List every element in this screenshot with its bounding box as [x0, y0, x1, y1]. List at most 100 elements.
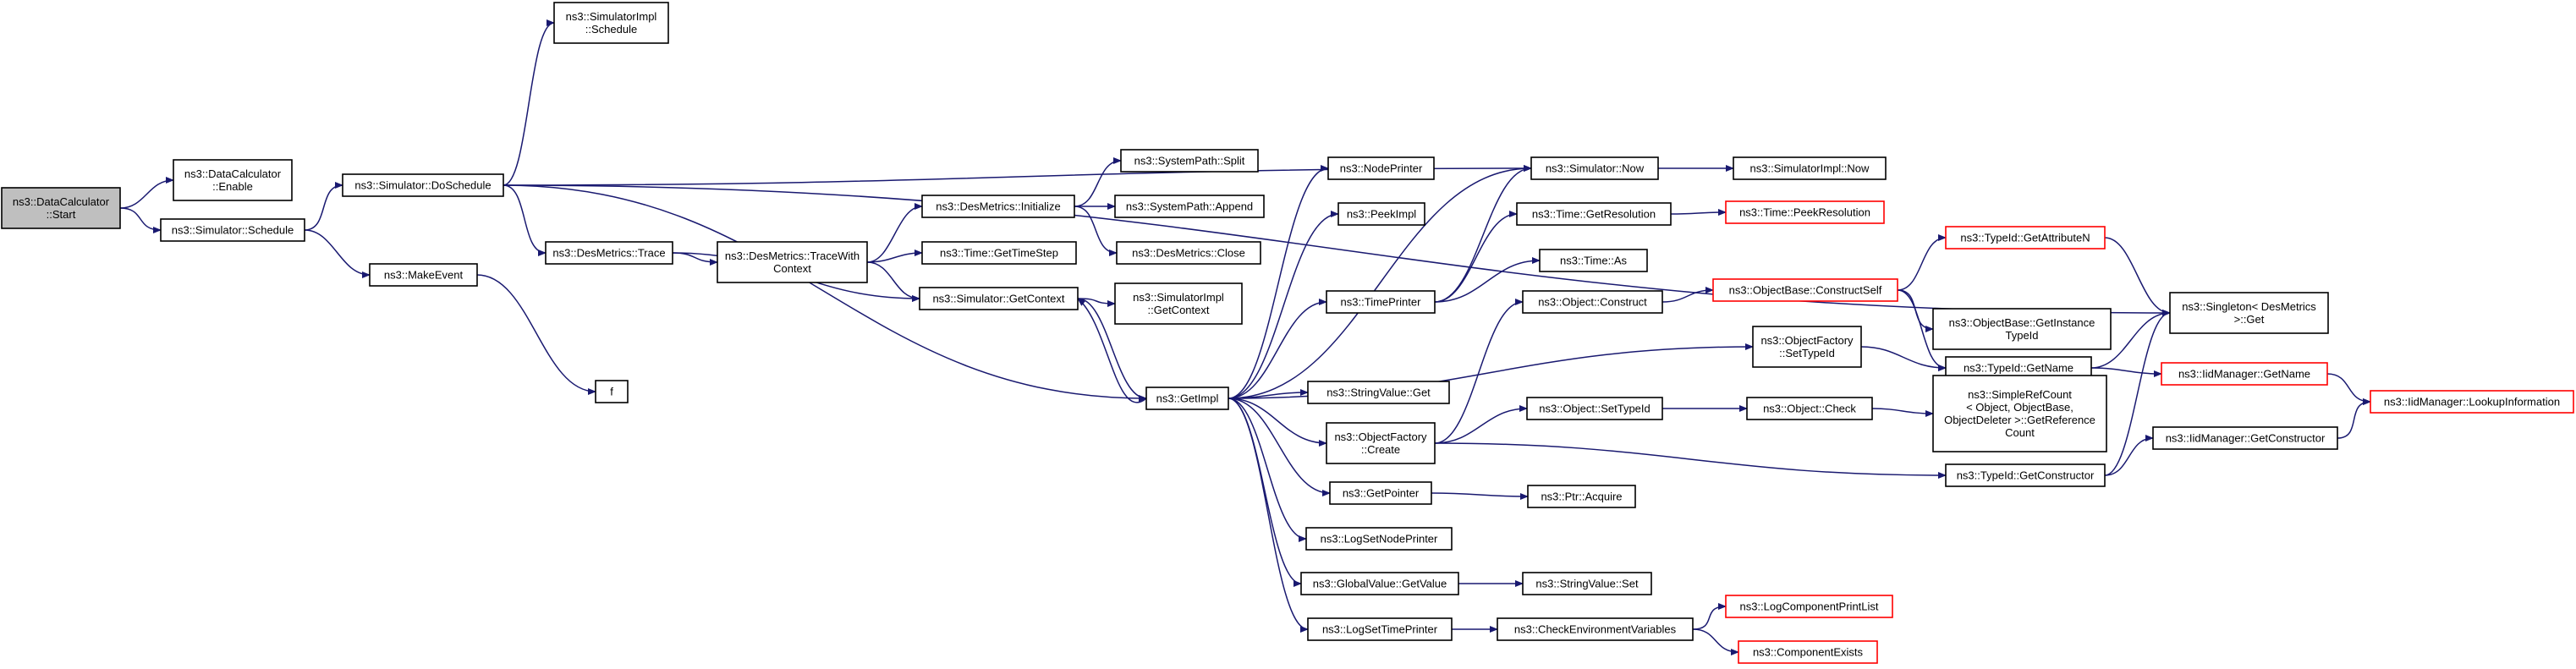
node-of-settypeid[interactable]: ns3::ObjectFactory::SetTypeId — [1752, 326, 1862, 368]
node-label: ns3::DesMetrics::Trace — [552, 247, 665, 260]
node-f[interactable]: f — [595, 380, 629, 403]
node-box[interactable] — [369, 263, 478, 287]
node-box[interactable] — [1, 187, 121, 229]
node-des-trace[interactable]: ns3::DesMetrics::Trace — [545, 241, 673, 265]
node-box[interactable] — [1522, 572, 1652, 595]
node-logcomp-printlist[interactable]: ns3::LogComponentPrintList — [1725, 595, 1893, 618]
node-des-init[interactable]: ns3::DesMetrics::Initialize — [921, 195, 1075, 218]
node-box[interactable] — [595, 380, 629, 403]
node-box[interactable] — [1527, 485, 1636, 508]
node-box[interactable] — [1326, 290, 1436, 314]
node-stringvalue-set[interactable]: ns3::StringValue::Set — [1522, 572, 1652, 595]
node-box[interactable] — [921, 241, 1077, 265]
node-box[interactable] — [1337, 202, 1425, 226]
node-dc-start[interactable]: ns3::DataCalculator::Start — [1, 187, 121, 229]
node-logsetnodeprinter[interactable]: ns3::LogSetNodePrinter — [1305, 527, 1453, 551]
node-box[interactable] — [545, 241, 673, 265]
node-box[interactable] — [1497, 617, 1694, 641]
node-sim-getcontext[interactable]: ns3::Simulator::GetContext — [919, 287, 1079, 310]
node-time-as[interactable]: ns3::Time::As — [1539, 249, 1648, 272]
node-box[interactable] — [1114, 195, 1265, 218]
node-box[interactable] — [1945, 226, 2106, 250]
node-box[interactable] — [2169, 292, 2329, 334]
node-box[interactable] — [173, 159, 293, 201]
node-sim-now[interactable]: ns3::Simulator::Now — [1530, 156, 1659, 180]
node-box[interactable] — [1733, 156, 1887, 180]
node-typeid-getconstructor[interactable]: ns3::TypeId::GetConstructor — [1945, 463, 2106, 487]
node-iidm-getname[interactable]: ns3::IidManager::GetName — [2161, 362, 2328, 386]
node-nodeprinter[interactable]: ns3::NodePrinter — [1327, 156, 1435, 180]
node-box[interactable] — [1329, 481, 1432, 505]
node-typeid-getattrn[interactable]: ns3::TypeId::GetAttributeN — [1945, 226, 2106, 250]
node-peekimpl[interactable]: ns3::PeekImpl — [1337, 202, 1425, 226]
node-box[interactable] — [919, 287, 1079, 310]
node-sp-append[interactable]: ns3::SystemPath::Append — [1114, 195, 1265, 218]
node-box[interactable] — [160, 218, 305, 242]
node-box[interactable] — [1145, 387, 1229, 410]
node-box[interactable] — [2370, 390, 2574, 414]
node-ob-constructself[interactable]: ns3::ObjectBase::ConstructSelf — [1712, 278, 1898, 302]
node-sp-split[interactable]: ns3::SystemPath::Split — [1120, 149, 1259, 173]
node-box[interactable] — [1522, 290, 1663, 314]
node-box[interactable] — [342, 173, 504, 197]
node-box[interactable] — [1307, 617, 1453, 641]
node-simimpl-schedule[interactable]: ns3::SimulatorImpl::Schedule — [553, 2, 669, 44]
node-timeprinter[interactable]: ns3::TimePrinter — [1326, 290, 1436, 314]
node-dc-enable[interactable]: ns3::DataCalculator::Enable — [173, 159, 293, 201]
node-obj-construct[interactable]: ns3::Object::Construct — [1522, 290, 1663, 314]
node-box[interactable] — [1738, 640, 1878, 664]
node-simplerefcount[interactable]: ns3::SimpleRefCount< Object, ObjectBase,… — [1932, 375, 2107, 452]
node-time-gettimestep[interactable]: ns3::Time::GetTimeStep — [921, 241, 1077, 265]
node-box[interactable] — [1725, 200, 1885, 224]
node-box[interactable] — [1945, 463, 2106, 487]
node-simimpl-now[interactable]: ns3::SimulatorImpl::Now — [1733, 156, 1887, 180]
node-comp-exists[interactable]: ns3::ComponentExists — [1738, 640, 1878, 664]
node-box[interactable] — [1526, 397, 1663, 420]
node-box[interactable] — [921, 195, 1075, 218]
node-getimpl[interactable]: ns3::GetImpl — [1145, 387, 1229, 410]
node-getpointer[interactable]: ns3::GetPointer — [1329, 481, 1432, 505]
node-box[interactable] — [1530, 156, 1659, 180]
node-obj-check[interactable]: ns3::Object::Check — [1746, 397, 1873, 420]
node-box[interactable] — [1725, 595, 1893, 618]
node-des-close[interactable]: ns3::DesMetrics::Close — [1116, 241, 1261, 265]
node-box[interactable] — [1305, 527, 1453, 551]
node-box[interactable] — [553, 2, 669, 44]
node-singleton-get[interactable]: ns3::Singleton< DesMetrics >::Get — [2169, 292, 2329, 334]
edge-path — [1860, 346, 1947, 371]
node-box[interactable] — [1120, 149, 1259, 173]
node-box[interactable] — [1752, 326, 1862, 368]
node-box[interactable] — [1114, 282, 1243, 325]
node-time-getres[interactable]: ns3::Time::GetResolution — [1516, 202, 1672, 226]
node-box[interactable] — [2152, 426, 2338, 450]
node-simimpl-getcontext[interactable]: ns3::SimulatorImpl::GetContext — [1114, 282, 1243, 325]
node-of-create[interactable]: ns3::ObjectFactory::Create — [1326, 422, 1436, 464]
node-time-peekres[interactable]: ns3::Time::PeekResolution — [1725, 200, 1885, 224]
node-stringvalue-get[interactable]: ns3::StringValue::Get — [1307, 381, 1450, 404]
node-box[interactable] — [1327, 156, 1435, 180]
node-sim-doschedule[interactable]: ns3::Simulator::DoSchedule — [342, 173, 504, 197]
node-ptr-acquire[interactable]: ns3::Ptr::Acquire — [1527, 485, 1636, 508]
node-box[interactable] — [1712, 278, 1898, 302]
node-obj-settypeid[interactable]: ns3::Object::SetTypeId — [1526, 397, 1663, 420]
node-box[interactable] — [1932, 375, 2107, 452]
node-box[interactable] — [1116, 241, 1261, 265]
node-gv-getvalue[interactable]: ns3::GlobalValue::GetValue — [1300, 572, 1459, 595]
node-makeevent[interactable]: ns3::MakeEvent — [369, 263, 478, 287]
node-iidm-lookup[interactable]: ns3::IidManager::LookupInformation — [2370, 390, 2574, 414]
node-box[interactable] — [1746, 397, 1873, 420]
node-box[interactable] — [2161, 362, 2328, 386]
node-sim-schedule[interactable]: ns3::Simulator::Schedule — [160, 218, 305, 242]
node-box[interactable] — [1932, 308, 2112, 350]
node-box[interactable] — [1300, 572, 1459, 595]
node-box[interactable] — [1307, 381, 1450, 404]
node-box[interactable] — [1516, 202, 1672, 226]
node-box[interactable] — [1539, 249, 1648, 272]
node-box[interactable] — [717, 241, 868, 283]
node-logsettimeprinter[interactable]: ns3::LogSetTimePrinter — [1307, 617, 1453, 641]
node-iidm-getconstructor[interactable]: ns3::IidManager::GetConstructor — [2152, 426, 2338, 450]
node-checkenv[interactable]: ns3::CheckEnvironmentVariables — [1497, 617, 1694, 641]
node-box[interactable] — [1326, 422, 1436, 464]
